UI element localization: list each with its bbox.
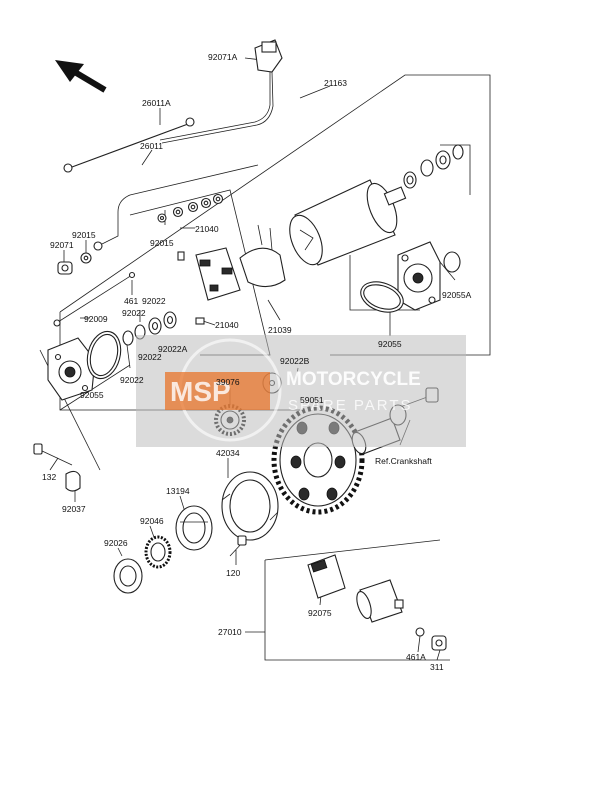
label-21039: 21039: [268, 325, 292, 335]
label-92022A: 92022A: [158, 344, 188, 354]
washer-stack-upper: [157, 193, 224, 223]
label-92075: 92075: [308, 608, 332, 618]
shaft-washers-part: [403, 144, 464, 189]
label-132: 132: [42, 472, 56, 482]
label-92022-c: 92022: [138, 352, 162, 362]
watermark: MSP MOTORCYCLE SPARE PARTS: [136, 335, 466, 447]
label-92046: 92046: [140, 516, 164, 526]
washer-stack-lower: [122, 311, 177, 346]
through-bolt-92009-part: [53, 271, 136, 327]
msp-logo-icon: MSP: [165, 372, 270, 410]
needle-bearing-92046-part: [144, 535, 172, 569]
label-92015-a: 92015: [72, 230, 96, 240]
label-21040-a: 21040: [195, 224, 219, 234]
starter-motor-body-part: [289, 179, 407, 266]
nut-92071-part: [57, 261, 73, 275]
brush-holder-21039-part: [177, 224, 286, 325]
one-way-clutch-13194-part: [175, 505, 213, 551]
label-92055-left: 92055: [80, 390, 104, 400]
cap-311-part: [431, 635, 447, 651]
label-92009: 92009: [84, 314, 108, 324]
label-92055A: 92055A: [442, 290, 472, 300]
label-92026: 92026: [104, 538, 128, 548]
label-120: 120: [226, 568, 240, 578]
label-461A: 461A: [406, 652, 426, 662]
end-cover-left-part: [47, 337, 96, 401]
starter-relay-part: [356, 579, 404, 623]
terminal-cap-part: [159, 39, 283, 144]
label-92022B: 92022B: [280, 356, 310, 366]
bracket-92037-part: [65, 470, 81, 492]
cable-26011A-part: [63, 117, 195, 173]
label-21163: 21163: [324, 78, 347, 88]
nut-461A-part: [415, 627, 425, 637]
watermark-line1: MOTORCYCLE: [286, 369, 421, 390]
label-21040-b: 21040: [215, 320, 239, 330]
washer-92015-part: [80, 252, 92, 264]
label-59051: 59051: [300, 395, 324, 405]
bolt-120-part: [229, 535, 247, 557]
label-92022-b: 92022: [122, 308, 146, 318]
label-92015-b: 92015: [150, 238, 174, 248]
end-cover-right-part: [397, 241, 441, 311]
label-92022-d: 92022: [120, 375, 144, 385]
o-ring-92055-left-part: [86, 330, 122, 380]
label-26011: 26011: [140, 141, 163, 151]
label-92055-right: 92055: [378, 339, 402, 349]
label-39076: 39076: [216, 377, 240, 387]
label-ref-crankshaft: Ref.Crankshaft: [375, 456, 432, 466]
label-42034: 42034: [216, 448, 240, 458]
direction-arrow-icon: [55, 60, 107, 93]
watermark-logo-text: MSP: [170, 376, 231, 407]
bolt-132-part: [33, 443, 73, 466]
solenoid-cover-92075-part: [307, 554, 346, 599]
part-labels: 92071A 21163 26011A 26011 92015 92071 92…: [42, 52, 472, 672]
label-27010: 27010: [218, 627, 242, 637]
watermark-line2: SPARE PARTS: [288, 397, 413, 414]
label-92071: 92071: [50, 240, 74, 250]
label-92022-a: 92022: [142, 296, 166, 306]
label-26011A: 26011A: [142, 98, 171, 108]
o-ring-92055A-part: [443, 251, 461, 273]
washer-92026-part: [113, 558, 143, 594]
cable-26011-part: [93, 164, 259, 251]
label-311: 311: [430, 662, 444, 672]
label-13194: 13194: [166, 486, 190, 496]
o-ring-92055-right-part: [360, 281, 404, 313]
clutch-outer-42034-part: [221, 471, 279, 541]
label-92071A: 92071A: [208, 52, 238, 62]
label-92037: 92037: [62, 504, 86, 514]
label-461: 461: [124, 296, 138, 306]
